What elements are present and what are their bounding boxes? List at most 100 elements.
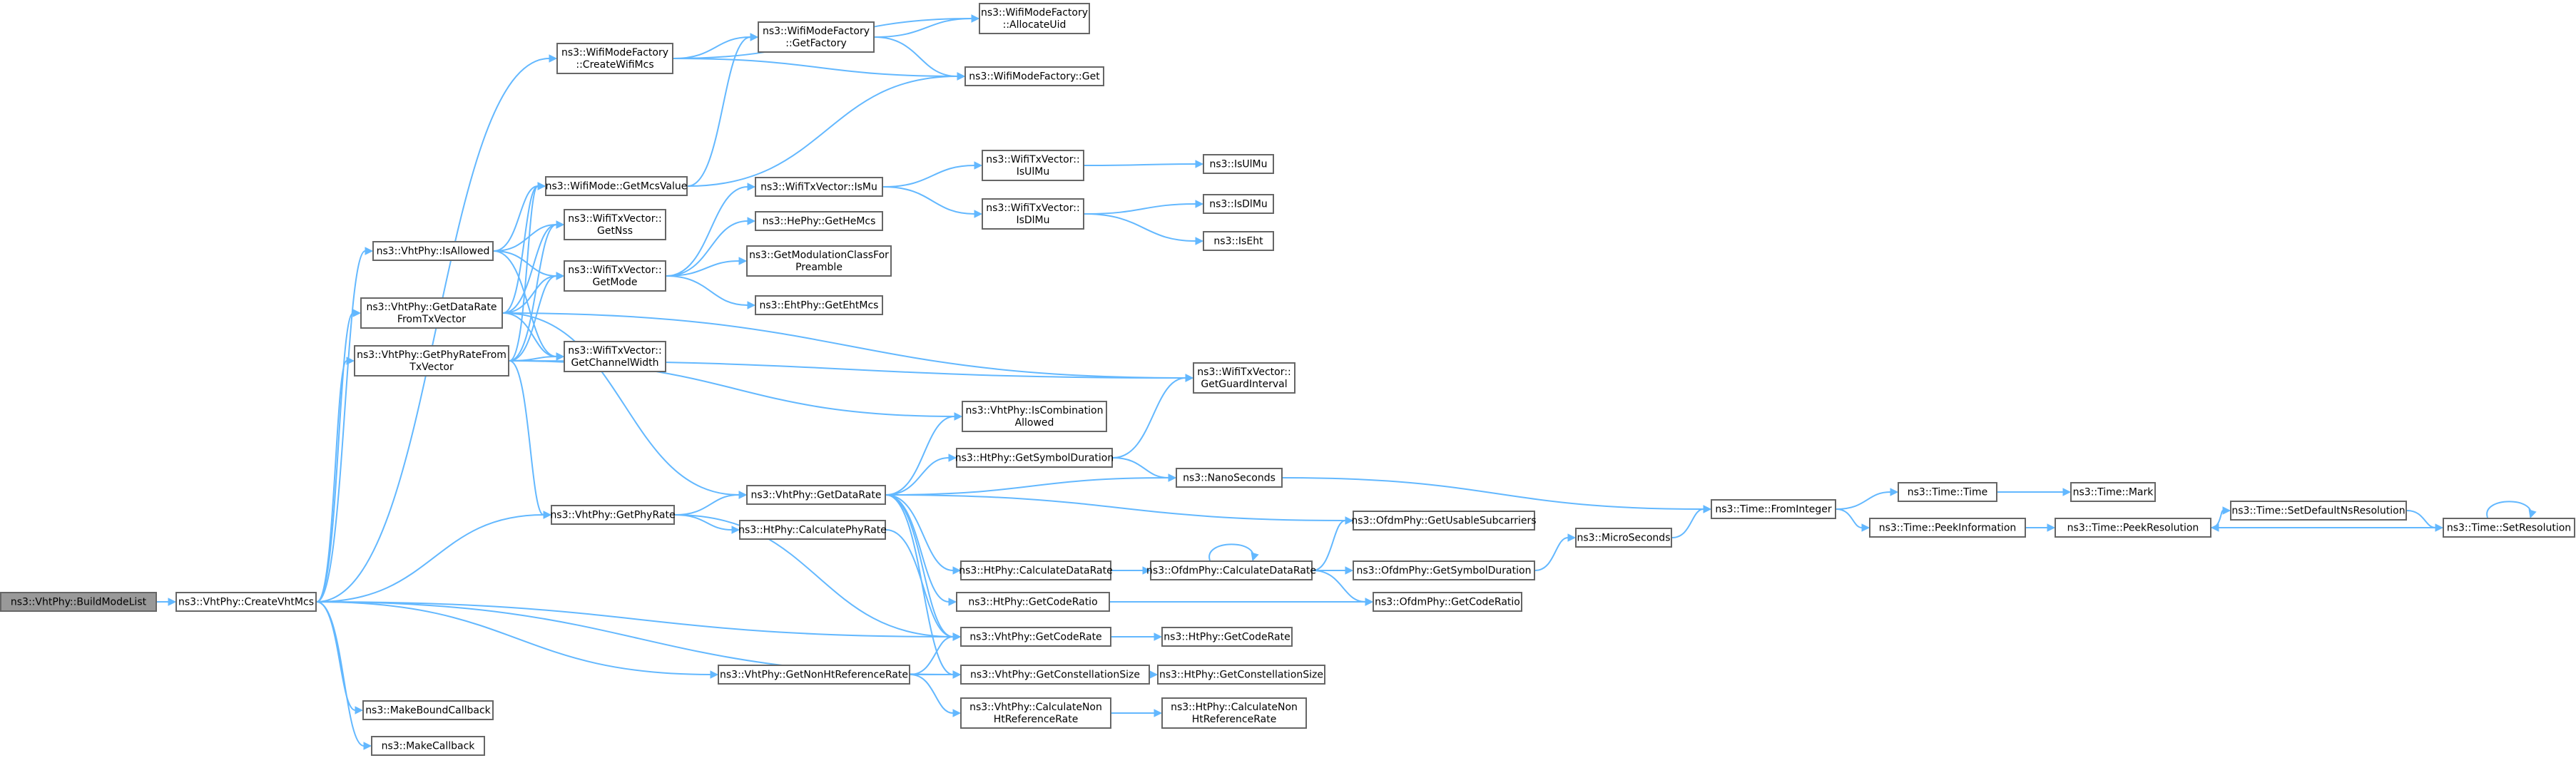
node-box[interactable] <box>739 520 886 540</box>
graph-node[interactable]: ns3::IsUlMu <box>1203 154 1274 174</box>
node-box[interactable] <box>2070 482 2156 502</box>
node-box[interactable] <box>755 211 883 231</box>
graph-node[interactable]: ns3::WifiTxVector::IsMu <box>755 177 883 197</box>
node-box[interactable] <box>564 341 666 372</box>
node-box[interactable] <box>982 198 1084 230</box>
graph-node[interactable]: ns3::MicroSeconds <box>1575 528 1672 548</box>
node-box[interactable] <box>0 592 157 612</box>
graph-node[interactable]: ns3::Time::PeekResolution <box>2055 518 2211 538</box>
node-box[interactable] <box>1161 627 1293 647</box>
graph-node[interactable]: ns3::WifiMode::GetMcsValue <box>545 176 688 196</box>
graph-node[interactable]: ns3::NanoSeconds <box>1176 468 1283 488</box>
graph-node[interactable]: ns3::Time::PeekInformation <box>1869 518 2026 538</box>
graph-node[interactable]: ns3::IsDlMu <box>1203 194 1274 214</box>
graph-node[interactable]: ns3::OfdmPhy::GetUsableSubcarriers <box>1351 511 1537 531</box>
graph-node[interactable]: ns3::OfdmPhy::CalculateDataRate <box>1146 560 1316 580</box>
graph-node[interactable]: ns3::MakeBoundCallback <box>362 700 494 720</box>
graph-node[interactable]: ns3::WifiModeFactory::AllocateUid <box>979 3 1090 34</box>
graph-node[interactable]: ns3::Time::FromInteger <box>1711 499 1836 519</box>
node-box[interactable] <box>964 66 1104 86</box>
node-box[interactable] <box>982 150 1084 181</box>
node-box[interactable] <box>372 241 494 261</box>
node-box[interactable] <box>556 43 673 74</box>
graph-node[interactable]: ns3::Time::Time <box>1898 482 1997 502</box>
graph-node[interactable]: ns3::MakeCallback <box>371 736 485 756</box>
node-box[interactable] <box>1353 511 1535 531</box>
node-box[interactable] <box>960 560 1111 580</box>
graph-node[interactable]: ns3::Time::SetResolution <box>2443 518 2575 538</box>
graph-node[interactable]: ns3::WifiTxVector::IsDlMu <box>982 198 1084 230</box>
node-box[interactable] <box>1203 194 1274 214</box>
graph-node[interactable]: ns3::WifiModeFactory::GetFactory <box>758 21 875 53</box>
graph-node[interactable]: ns3::WifiModeFactory::CreateWifiMcs <box>556 43 673 74</box>
graph-node[interactable]: ns3::WifiTxVector::IsUlMu <box>982 150 1084 181</box>
graph-node[interactable]: ns3::VhtPhy::GetNonHtReferenceRate <box>718 665 910 685</box>
graph-node[interactable]: ns3::OfdmPhy::GetCodeRatio <box>1373 592 1522 612</box>
node-box[interactable] <box>354 345 509 377</box>
graph-node[interactable]: ns3::VhtPhy::GetDataRate <box>746 485 886 505</box>
node-box[interactable] <box>1203 231 1274 251</box>
node-box[interactable] <box>1869 518 2026 538</box>
node-box[interactable] <box>960 665 1150 685</box>
node-box[interactable] <box>746 485 886 505</box>
graph-node[interactable]: ns3::HtPhy::CalculatePhyRate <box>738 520 887 540</box>
graph-node[interactable]: ns3::HtPhy::GetCodeRate <box>1161 627 1293 647</box>
graph-node[interactable]: ns3::WifiTxVector::GetChannelWidth <box>564 341 666 372</box>
node-box[interactable] <box>755 295 883 315</box>
graph-node[interactable]: ns3::HtPhy::GetCodeRatio <box>956 592 1110 612</box>
graph-node[interactable]: ns3::VhtPhy::GetPhyRate <box>550 505 676 525</box>
graph-node[interactable]: ns3::WifiTxVector::GetNss <box>564 209 666 240</box>
node-box[interactable] <box>1176 468 1283 488</box>
graph-node[interactable]: ns3::HtPhy::CalculateDataRate <box>959 560 1113 580</box>
node-box[interactable] <box>1157 665 1325 685</box>
node-box[interactable] <box>2055 518 2211 538</box>
node-box[interactable] <box>371 736 485 756</box>
graph-node[interactable]: ns3::VhtPhy::GetConstellationSize <box>960 665 1150 685</box>
graph-node[interactable]: ns3::WifiModeFactory::Get <box>964 66 1104 86</box>
graph-node[interactable]: ns3::HtPhy::GetConstellationSize <box>1157 665 1325 685</box>
node-box[interactable] <box>960 697 1111 729</box>
node-box[interactable] <box>175 592 317 612</box>
graph-node[interactable]: ns3::VhtPhy::CreateVhtMcs <box>175 592 317 612</box>
node-box[interactable] <box>956 592 1110 612</box>
node-box[interactable] <box>545 176 688 196</box>
graph-node[interactable]: ns3::HePhy::GetHeMcs <box>755 211 883 231</box>
node-box[interactable] <box>362 700 494 720</box>
node-box[interactable] <box>1193 362 1295 394</box>
node-box[interactable] <box>2230 501 2407 521</box>
node-box[interactable] <box>1575 528 1672 548</box>
node-box[interactable] <box>1150 560 1313 580</box>
node-box[interactable] <box>360 297 503 329</box>
node-box[interactable] <box>1203 154 1274 174</box>
node-box[interactable] <box>551 505 675 525</box>
graph-node[interactable]: ns3::Time::SetDefaultNsResolution <box>2230 501 2407 521</box>
node-box[interactable] <box>1373 592 1522 612</box>
node-box[interactable] <box>564 209 666 240</box>
graph-node[interactable]: ns3::OfdmPhy::GetSymbolDuration <box>1353 560 1535 580</box>
node-box[interactable] <box>979 3 1090 34</box>
graph-node[interactable]: ns3::IsEht <box>1203 231 1274 251</box>
node-box[interactable] <box>956 448 1113 468</box>
node-box[interactable] <box>1898 482 1997 502</box>
graph-node[interactable]: ns3::VhtPhy::BuildModeList <box>0 592 157 612</box>
node-box[interactable] <box>746 245 892 277</box>
node-box[interactable] <box>962 401 1107 432</box>
node-box[interactable] <box>758 21 875 53</box>
node-box[interactable] <box>2443 518 2575 538</box>
graph-node[interactable]: ns3::WifiTxVector::GetGuardInterval <box>1193 362 1295 394</box>
node-box[interactable] <box>1353 560 1535 580</box>
graph-node[interactable]: ns3::Time::Mark <box>2070 482 2156 502</box>
graph-node[interactable]: ns3::VhtPhy::GetCodeRate <box>960 627 1111 647</box>
node-box[interactable] <box>564 260 666 292</box>
graph-node[interactable]: ns3::VhtPhy::IsAllowed <box>372 241 494 261</box>
node-box[interactable] <box>1711 499 1836 519</box>
node-box[interactable] <box>1161 697 1307 729</box>
graph-node[interactable]: ns3::HtPhy::GetSymbolDuration <box>955 448 1114 468</box>
node-box[interactable] <box>960 627 1111 647</box>
